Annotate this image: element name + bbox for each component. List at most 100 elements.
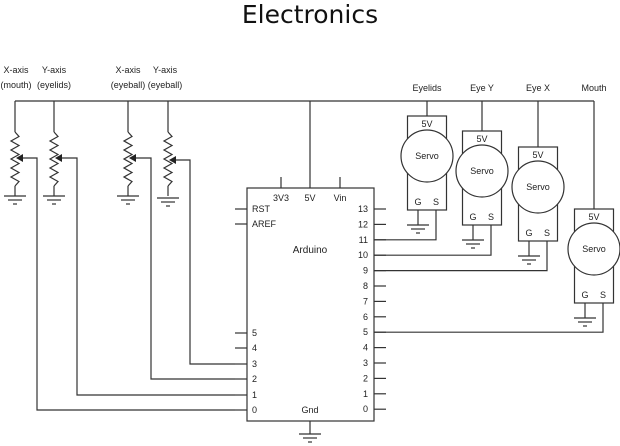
servo-name: Servo (582, 244, 606, 254)
signal-wire (374, 210, 437, 241)
pin-label-digital: 7 (363, 296, 368, 306)
arduino-name: Arduino (293, 245, 328, 256)
pin-label-digital: 5 (363, 327, 368, 337)
servo-motor-icon (511, 160, 565, 214)
servo-name: Servo (415, 151, 439, 161)
potentiometer (122, 101, 235, 380)
pot-label-line2: (eyeball) (111, 80, 146, 90)
wiper-arrow-icon (169, 156, 176, 164)
servo-power-label: 5V (588, 212, 599, 222)
ground-icon (574, 317, 596, 327)
pin-label-digital: 12 (358, 219, 368, 229)
signal-wire (176, 159, 235, 365)
resistor-icon (9, 131, 21, 187)
pin-label-analog: 0 (252, 405, 257, 415)
servo-ground-label: G (525, 228, 532, 238)
servo-signal-label: S (488, 212, 494, 222)
servo-ground-label: G (581, 290, 588, 300)
ground-icon (462, 239, 484, 249)
servo-ground-label: G (469, 212, 476, 222)
servo-name: Servo (470, 166, 494, 176)
grounds (4, 195, 596, 443)
resistor-icon (122, 131, 134, 187)
pin-label-digital: 9 (363, 266, 368, 276)
ground-icon (117, 195, 139, 205)
wiper-arrow-icon (55, 154, 62, 162)
servo-labels: Eyelids Eye Y Eye X Mouth (412, 83, 606, 93)
pin-label-analog: 5 (252, 328, 257, 338)
pin-label-digital: 3 (363, 358, 368, 368)
pin-label-3v3: 3V3 (273, 193, 289, 203)
pin-label-digital: 0 (363, 404, 368, 414)
pot-label-line2: (eyeball) (148, 80, 183, 90)
ground-icon (299, 433, 321, 443)
servo-motor-icon (455, 144, 509, 198)
pot-label-line1: Y-axis (42, 65, 67, 75)
pin-label-vin: Vin (334, 193, 347, 203)
pin-label-aref: AREF (252, 219, 277, 229)
pin-label-digital: 11 (359, 235, 368, 245)
pot-label-line1: X-axis (115, 65, 141, 75)
ground-icon (157, 197, 179, 207)
signal-wire (374, 303, 604, 333)
wiper-arrow-icon (129, 154, 136, 162)
ground-icon (43, 195, 65, 205)
pin-label-gnd: Gnd (301, 405, 318, 415)
pot-label-line2: (eyelids) (37, 80, 71, 90)
servo-label: Eye X (526, 83, 550, 93)
pot-label-line1: Y-axis (153, 65, 178, 75)
servo-name: Servo (526, 182, 550, 192)
pot-labels: X-axis (mouth) Y-axis (eyelids) X-axis (… (0, 65, 182, 90)
pin-label-digital: 4 (363, 343, 368, 353)
pot-label-line1: X-axis (3, 65, 29, 75)
ground-icon (518, 255, 540, 265)
servo-signal-label: S (544, 228, 550, 238)
pot-label-line2: (mouth) (0, 80, 31, 90)
servo-power-label: 5V (421, 119, 432, 129)
pin-label-digital: 13 (358, 204, 368, 214)
signal-wire (62, 157, 235, 396)
pin-label-digital: 2 (363, 373, 368, 383)
resistor-icon (48, 131, 60, 187)
pin-label-analog: 1 (252, 390, 257, 400)
pin-label-rst: RST (252, 204, 271, 214)
ground-icon (4, 195, 26, 205)
servo-signal-label: S (600, 290, 606, 300)
signal-wire (374, 225, 492, 256)
potentiometers (9, 101, 235, 411)
potentiometer (9, 101, 235, 411)
servo-label: Eye Y (470, 83, 494, 93)
ground-icon (407, 224, 429, 234)
pin-label-digital: 1 (363, 389, 368, 399)
pin-label-analog: 3 (252, 359, 257, 369)
servo-label: Mouth (581, 83, 606, 93)
signal-wire (136, 157, 235, 380)
diagram-title: Electronics (241, 0, 379, 29)
signal-wire (23, 157, 235, 411)
pin-label-digital: 6 (363, 312, 368, 322)
pin-label-5v: 5V (304, 193, 315, 203)
pin-label-analog: 4 (252, 343, 257, 353)
servo-label: Eyelids (412, 83, 442, 93)
resistor-icon (162, 131, 174, 187)
servo-power-label: 5V (532, 150, 543, 160)
pin-label-digital: 10 (358, 250, 368, 260)
potentiometer (162, 101, 235, 365)
potentiometer (48, 101, 235, 396)
pin-label-digital: 8 (363, 281, 368, 291)
servo-signal-label: S (433, 197, 439, 207)
servo-ground-label: G (414, 197, 421, 207)
pin-label-analog: 2 (252, 374, 257, 384)
wiper-arrow-icon (16, 154, 23, 162)
servo-motor-icon (567, 222, 620, 276)
signal-wire (374, 241, 548, 272)
servo-power-label: 5V (476, 134, 487, 144)
servo-motor-icon (400, 129, 454, 183)
